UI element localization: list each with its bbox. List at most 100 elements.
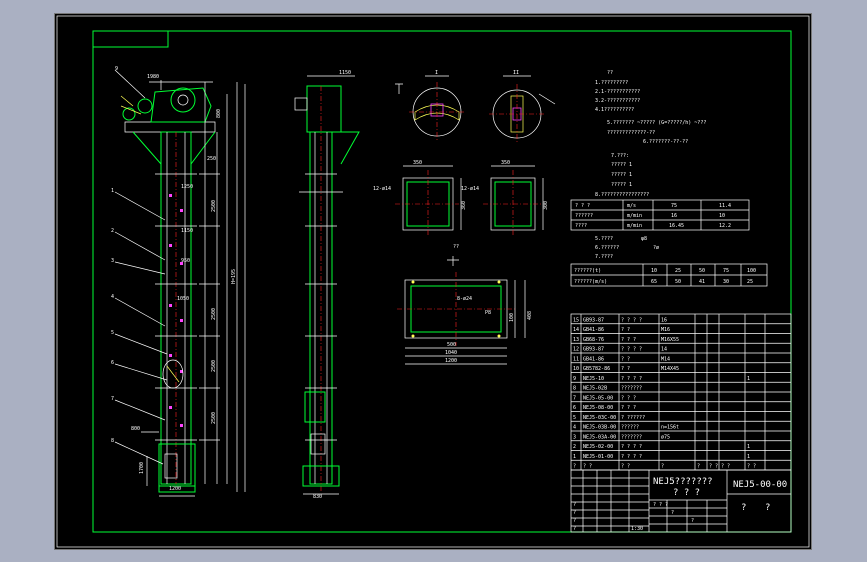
bom-cell: ? ?????? xyxy=(621,415,645,421)
bom-header-cell: ? ? xyxy=(721,464,730,470)
bom-cell: M16X55 xyxy=(661,337,679,343)
note-6: ?????????????-?? xyxy=(607,130,655,136)
note-0: ?? xyxy=(607,70,613,76)
bom-cell: ? ? xyxy=(621,356,630,362)
bom-cell: NEJ5-03A-00 xyxy=(583,434,616,440)
title-subtitle: ? ? ? xyxy=(673,488,700,498)
bom-cell: NEJ5-03C-00 xyxy=(583,415,616,421)
note2-extra-0: φ8 xyxy=(641,236,647,242)
bom-cell: GB41-86 xyxy=(583,327,604,333)
t1-r1c2: 16 xyxy=(671,213,677,219)
t1-r0c0: ? ? ? xyxy=(575,203,590,209)
bom-cell: 1 xyxy=(747,376,750,382)
front-view: 9 1 2 3 4 5 6 7 8 1980 800 250 1250 2500… xyxy=(111,66,246,497)
bom-cell: GB68-76 xyxy=(583,337,604,343)
dim-1980: 1980 xyxy=(147,74,159,80)
bom-cell: ?????? xyxy=(621,425,639,431)
t1-r2c2: 16.45 xyxy=(669,223,684,229)
bom-cell: M14X45 xyxy=(661,366,679,372)
bom-header-cell: ? ? xyxy=(583,464,592,470)
bom-cell: 8 xyxy=(573,386,576,392)
note-4: 4.1?????????? xyxy=(595,107,634,113)
box-b-holes: 12-ø14 xyxy=(461,186,479,192)
plan-dim-500: 500 xyxy=(447,342,456,348)
t2-r0c4: 75 xyxy=(723,268,729,274)
bom-cell: 2 xyxy=(573,444,576,450)
dim-2500-a: 2500 xyxy=(211,200,217,212)
section-circles: I II xyxy=(395,70,556,144)
box-b-dim-300: 300 xyxy=(543,201,549,210)
bom-cell: NEJ5-05-00 xyxy=(583,395,613,401)
note-8: 7.???: xyxy=(611,153,629,159)
dim-1050: 1050 xyxy=(177,296,189,302)
dim-1700: 1700 xyxy=(139,462,145,474)
t1-r1c0: ?????? xyxy=(575,213,593,219)
bom-cell: NEJ5-01-00 xyxy=(583,454,613,460)
scale-a: ? xyxy=(741,503,746,513)
bom-header-cell: ? ? xyxy=(709,464,718,470)
tb-cell-3: ? xyxy=(573,526,576,532)
t1-r0c1: m/s xyxy=(627,203,636,209)
bom-cell: 14 xyxy=(573,327,579,333)
note-1: 1.????????? xyxy=(595,80,628,86)
note-2: 2.1-??????????? xyxy=(595,89,640,95)
bom-cell: 6 xyxy=(573,405,576,411)
inner-frame xyxy=(92,30,792,533)
leader-5: 5 xyxy=(111,330,114,336)
t2-r1c5: 25 xyxy=(747,279,753,285)
side-dim-1150: 1150 xyxy=(339,70,351,76)
dim-2500-b: 2500 xyxy=(211,308,217,320)
note-9: ????? 1 xyxy=(611,162,632,168)
note2-1: 6.?????? xyxy=(595,245,619,251)
t1-r2c3: 12.2 xyxy=(719,223,731,229)
leader-7: 7 xyxy=(111,396,114,402)
cad-drawing-canvas[interactable]: 9 1 2 3 4 5 6 7 8 1980 800 250 1250 2500… xyxy=(55,14,811,549)
leader-1: 1 xyxy=(111,188,114,194)
t2-r1c1: 65 xyxy=(651,279,657,285)
t2-r0c0: ??????(t) xyxy=(574,268,601,274)
t2-r0c5: 100 xyxy=(747,268,756,274)
bom-cell: ? ? xyxy=(621,366,630,372)
tb-cell-4: ? ? ? xyxy=(653,502,668,508)
bom-cell: GB5782-86 xyxy=(583,366,610,372)
bom-cell: ? ? ? xyxy=(621,405,636,411)
bom-cell: NEJ5-02B xyxy=(583,386,607,392)
note2-2: 7.???? xyxy=(595,254,613,260)
bom-cell: NEJ5-10 xyxy=(583,376,604,382)
dim-2500-c: 2500 xyxy=(211,360,217,372)
bom-cell: 4 xyxy=(573,425,576,431)
bom-cell: ? ? xyxy=(621,327,630,333)
bom-cell: 15 xyxy=(573,317,579,323)
box-a-holes: 12-ø14 xyxy=(373,186,391,192)
scale-b: ? xyxy=(765,503,770,513)
bom-cell: GB93-87 xyxy=(583,317,604,323)
tb-cell-5: ? xyxy=(671,510,674,516)
dim-950: 950 xyxy=(181,258,190,264)
bom-header-cell: ? xyxy=(697,464,700,470)
dim-1250: 1250 xyxy=(181,184,193,190)
bom-cell: 16 xyxy=(661,317,667,323)
t1-r0c3: 11.4 xyxy=(719,203,731,209)
bom-cell: 10 xyxy=(573,366,579,372)
leader-6: 6 xyxy=(111,360,114,366)
tb-cell-6: ? xyxy=(691,518,694,524)
bom-header-cell: ? xyxy=(661,464,664,470)
bom-cell: NEJ5-03B-00 xyxy=(583,425,616,431)
note2-0: 5.???? xyxy=(595,236,613,242)
note-3: 3.2-??????????? xyxy=(595,98,640,104)
bom-cell: 3 xyxy=(573,434,576,440)
box-section-a: 350 12-ø14 360 xyxy=(373,160,467,236)
bom-cell: ? ? ? ? xyxy=(621,454,642,460)
bom-cell: n=156t xyxy=(661,425,679,431)
dim-2500-d: 2500 xyxy=(211,412,217,424)
plan-dim-1040: 1040 xyxy=(445,350,457,356)
t1-r2c0: ???? xyxy=(575,223,587,229)
bom-cell: 11 xyxy=(573,356,579,362)
plan-dim-1200: 1200 xyxy=(445,358,457,364)
tb-cell-1: ? xyxy=(573,510,576,516)
outer-frame xyxy=(56,15,810,548)
bom-cell: ø75 xyxy=(661,434,670,440)
drawing-number: NEJ5-00-00 xyxy=(733,480,787,490)
bom-cell: M16 xyxy=(661,327,670,333)
